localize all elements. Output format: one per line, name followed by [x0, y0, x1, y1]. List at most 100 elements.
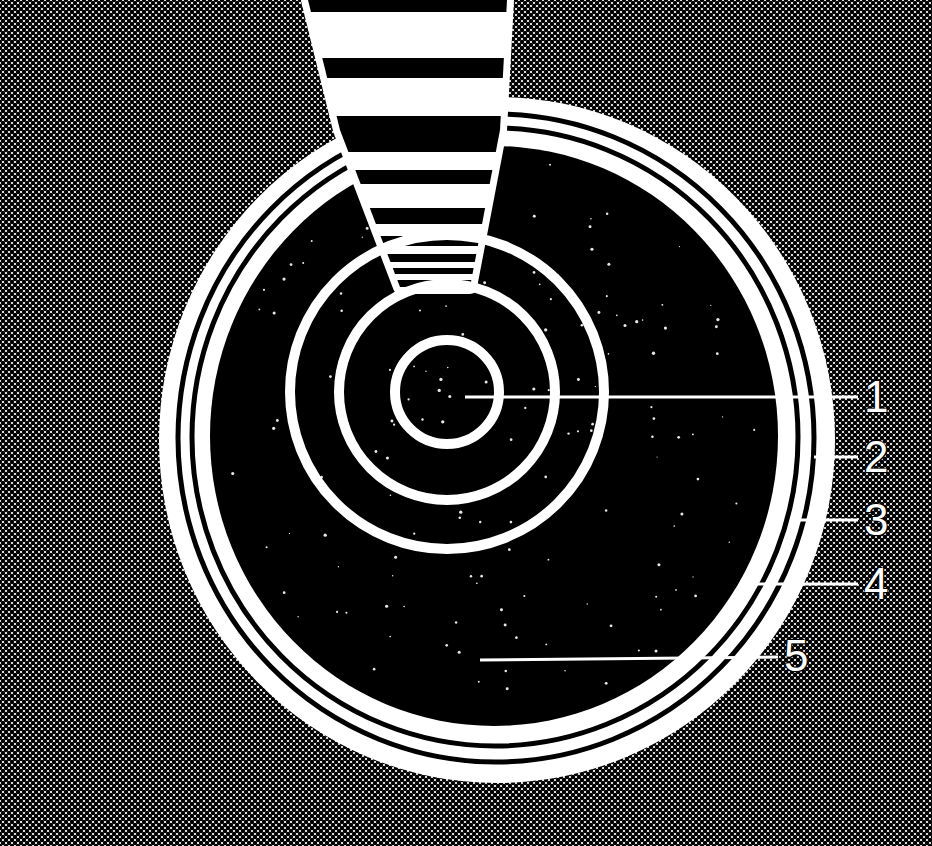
speck	[589, 225, 592, 228]
speck	[606, 213, 608, 215]
speck	[660, 609, 662, 611]
speck	[329, 375, 332, 378]
speck	[656, 456, 657, 457]
speck	[340, 292, 342, 294]
inner-dark-line	[192, 128, 798, 746]
speck	[715, 325, 718, 328]
neck-band	[300, 58, 520, 78]
speck	[470, 575, 472, 577]
neck-band	[300, 254, 520, 262]
speck	[366, 227, 369, 230]
speck	[544, 328, 547, 331]
speck	[590, 429, 593, 432]
neck-stripes	[300, 0, 520, 290]
speck	[652, 352, 655, 355]
leader-line	[790, 519, 858, 522]
neck-band	[300, 0, 520, 12]
speck	[590, 218, 592, 220]
speck	[544, 476, 547, 479]
speck	[510, 438, 513, 441]
speck	[386, 457, 389, 460]
speck	[661, 304, 663, 306]
speck	[302, 262, 304, 264]
speck	[550, 298, 552, 300]
speck	[276, 419, 279, 422]
speck	[476, 582, 478, 584]
speck	[697, 478, 700, 481]
speck	[289, 533, 290, 534]
speck	[273, 311, 276, 314]
speck	[403, 606, 405, 608]
speck	[597, 311, 600, 314]
speck	[753, 429, 755, 431]
speck	[539, 284, 541, 286]
speck	[290, 263, 293, 266]
speck	[510, 521, 513, 524]
speck	[692, 433, 694, 435]
speck	[258, 309, 260, 311]
speck	[716, 318, 719, 321]
speck	[385, 605, 388, 608]
speck	[413, 366, 415, 368]
speck	[324, 534, 327, 537]
speck	[523, 595, 525, 597]
speck	[231, 472, 234, 475]
speck	[455, 621, 457, 623]
speck	[439, 378, 442, 381]
speck	[408, 398, 410, 400]
interior-specks	[231, 162, 755, 690]
leader-line	[480, 657, 778, 660]
speck	[651, 435, 654, 438]
speck	[421, 418, 423, 420]
callout-number: 2	[864, 435, 888, 479]
speck	[448, 395, 451, 398]
speck	[650, 406, 652, 408]
speck	[545, 643, 547, 645]
speck	[338, 566, 339, 567]
speck	[459, 516, 462, 519]
outer-dark-line	[178, 114, 814, 762]
speck	[483, 281, 486, 284]
speck	[728, 542, 729, 543]
speck	[590, 248, 593, 251]
speck	[375, 450, 378, 453]
speck	[532, 387, 535, 390]
speck	[438, 389, 441, 392]
speck	[567, 432, 569, 434]
speck	[635, 320, 638, 323]
speck	[653, 417, 656, 420]
callout-number: 5	[784, 634, 808, 678]
neck-band	[300, 208, 520, 224]
speck	[504, 624, 507, 627]
speck	[282, 277, 285, 280]
callout-number: 1	[864, 375, 888, 419]
speck	[564, 670, 566, 672]
speck	[480, 575, 483, 578]
speck	[673, 525, 675, 527]
speck	[577, 430, 579, 432]
speck	[419, 310, 421, 312]
speck	[506, 687, 509, 690]
speck	[336, 611, 338, 613]
speck	[722, 416, 723, 417]
leader-line	[465, 396, 858, 399]
dark-interior	[210, 146, 778, 726]
neck-band	[300, 116, 520, 152]
speck	[345, 612, 347, 614]
speck	[638, 649, 640, 651]
speck	[679, 246, 680, 247]
speck	[547, 559, 549, 561]
speck	[677, 436, 680, 439]
speck	[445, 305, 447, 307]
speck	[605, 509, 607, 511]
speck	[390, 495, 392, 497]
speck	[692, 576, 693, 577]
speck	[445, 644, 448, 647]
outer-ring	[290, 235, 604, 549]
speck	[680, 512, 683, 515]
inner-ring	[395, 340, 499, 444]
speck	[515, 636, 518, 639]
speck	[655, 596, 657, 598]
